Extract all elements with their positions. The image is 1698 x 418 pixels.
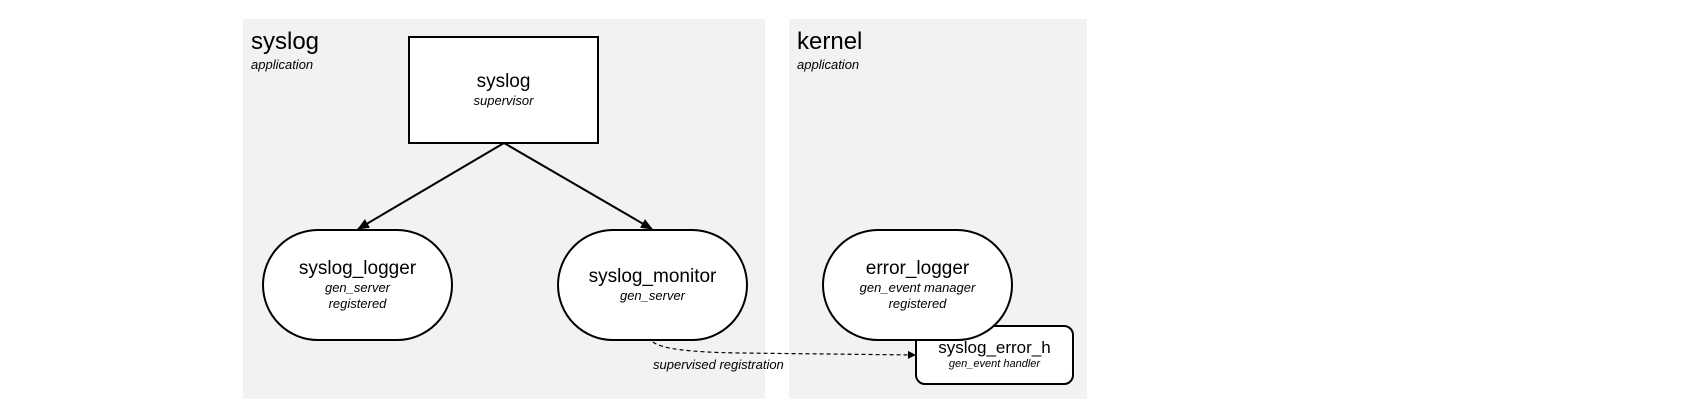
supervisor-to-logger-edge <box>357 142 505 230</box>
syslog-monitor-name: syslog_monitor <box>588 266 717 287</box>
syslog-error-h-name: syslog_error_h <box>938 338 1051 357</box>
syslog-panel-title: syslog <box>251 28 320 55</box>
syslog-logger-name: syslog_logger <box>298 258 417 279</box>
supervised-registration-label: supervised registration <box>653 357 784 372</box>
syslog-logger-type: gen_server <box>324 280 391 295</box>
error-logger-registered: registered <box>888 296 947 311</box>
supervisor-to-monitor-edge <box>503 142 653 230</box>
syslog-logger-node: syslog_logger gen_server registered <box>262 229 453 341</box>
kernel-panel-title: kernel <box>797 28 863 55</box>
error-logger-name: error_logger <box>865 258 970 279</box>
syslog-logger-registered: registered <box>328 296 387 311</box>
syslog-supervisor-type: supervisor <box>473 93 534 108</box>
syslog-monitor-type: gen_server <box>619 288 686 303</box>
supervised-registration-edge <box>652 341 916 359</box>
syslog-supervisor-name: syslog <box>476 71 531 92</box>
error-logger-type: gen_event manager <box>859 280 976 295</box>
kernel-panel-subtitle: application <box>797 57 860 72</box>
error-logger-node: error_logger gen_event manager registere… <box>822 229 1013 341</box>
syslog-supervisor-node: syslog supervisor <box>408 36 599 144</box>
syslog-monitor-node: syslog_monitor gen_server <box>557 229 748 341</box>
syslog-panel-subtitle: application <box>251 57 314 72</box>
syslog-error-h-type: gen_event handler <box>948 358 1041 370</box>
